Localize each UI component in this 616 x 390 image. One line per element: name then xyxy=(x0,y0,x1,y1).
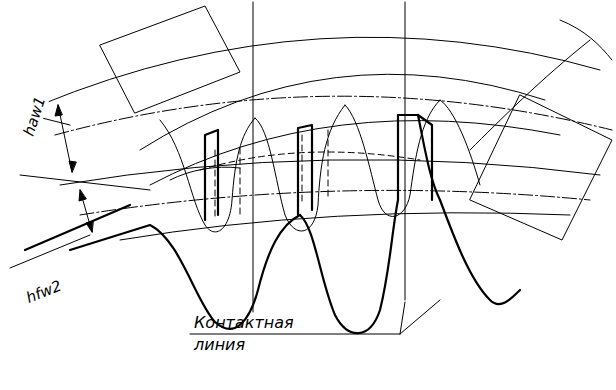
gear-face xyxy=(100,6,240,113)
pitch-arc xyxy=(80,190,590,215)
leader-label: Контактная линия xyxy=(194,312,312,355)
leader-shelf xyxy=(190,334,400,335)
axis-line xyxy=(253,2,254,312)
rim-arc xyxy=(560,20,612,60)
tooth xyxy=(160,118,255,232)
tooth-edge xyxy=(205,130,218,220)
dimension-line xyxy=(80,190,92,232)
rim-arc xyxy=(40,37,600,105)
tooth-edge xyxy=(298,125,312,215)
rim-arc xyxy=(150,121,560,185)
extension-line xyxy=(20,175,150,190)
rim-arc xyxy=(140,74,545,150)
axis-line xyxy=(405,2,406,300)
tooth xyxy=(255,105,345,231)
tip-arc xyxy=(170,167,240,180)
hidden-edge xyxy=(215,150,216,220)
arrowhead xyxy=(69,161,76,172)
tooth xyxy=(440,100,480,185)
tooth-profile xyxy=(300,115,440,333)
rim-arc xyxy=(60,160,600,185)
hidden-edge xyxy=(240,148,241,215)
rim-arc xyxy=(120,213,570,240)
tooth-profile xyxy=(70,215,300,329)
dimension-label: haw1 xyxy=(20,93,49,140)
arrowhead xyxy=(86,221,93,232)
leader-line xyxy=(400,302,405,334)
gear-face xyxy=(470,95,612,240)
dimension-label: hfw2 xyxy=(22,277,66,308)
leader-line xyxy=(10,235,90,268)
hidden-edge xyxy=(328,130,329,200)
arrowhead xyxy=(79,190,86,201)
rim-arc xyxy=(470,40,590,150)
tooth-edge xyxy=(418,115,432,200)
extension-line xyxy=(25,205,130,250)
tooth-profile xyxy=(440,200,520,304)
leader-line xyxy=(400,300,440,334)
arrowhead xyxy=(55,105,62,116)
hidden-edge xyxy=(302,135,303,205)
